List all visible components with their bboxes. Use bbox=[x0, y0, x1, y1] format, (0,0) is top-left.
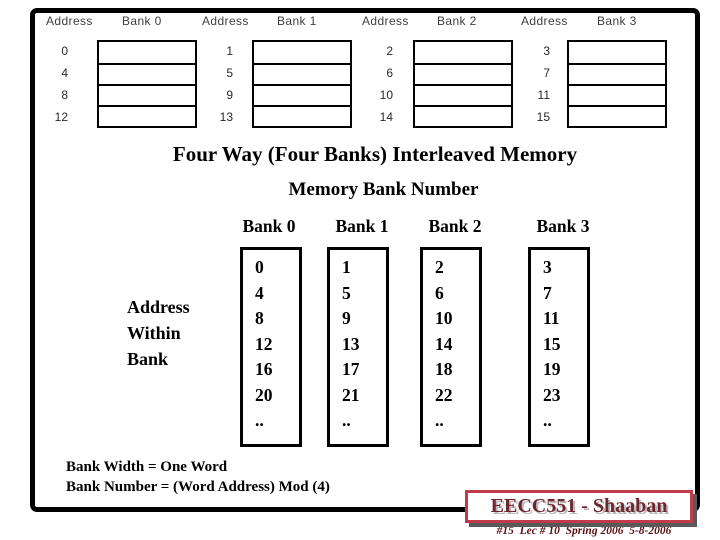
bank-column-value: 2 bbox=[435, 257, 444, 277]
bank-column-value: 22 bbox=[435, 384, 453, 405]
bank-column-3: 3 7 11 15 19 23 .. bbox=[528, 247, 590, 447]
footer-lecture-date: #15 Lec # 10 Spring 2006 5-8-2006 bbox=[496, 525, 672, 537]
bank-column-value: 1 bbox=[342, 257, 351, 277]
address-value: 14 bbox=[379, 110, 393, 124]
course-footer-text: EECC551 - Shaaban bbox=[490, 495, 668, 517]
bank-column-value: 4 bbox=[255, 282, 264, 303]
bank-column-value: 11 bbox=[543, 308, 560, 328]
slide-title: Four Way (Four Banks) Interleaved Memory bbox=[172, 142, 578, 166]
bank1-label: Bank 1 bbox=[277, 14, 317, 28]
memory-table-bank0 bbox=[97, 40, 197, 128]
address-value: 3 bbox=[543, 44, 550, 58]
course-footer-box: EECC551 - Shaaban bbox=[465, 490, 693, 523]
memory-cell bbox=[569, 105, 665, 126]
column-header-bank0: Bank 0 bbox=[242, 216, 296, 236]
address-value: 10 bbox=[379, 88, 393, 102]
bank-column-value: 13 bbox=[342, 333, 360, 354]
note-bank-width: Bank Width = One Word bbox=[66, 459, 228, 475]
bank-column-value: 19 bbox=[543, 359, 561, 379]
memory-cell bbox=[569, 84, 665, 105]
memory-table-bank3 bbox=[567, 40, 667, 128]
column-header-bank3: Bank 3 bbox=[536, 216, 590, 236]
address-value: 6 bbox=[386, 66, 393, 80]
bank-column-value: 9 bbox=[342, 308, 351, 328]
memory-cell bbox=[99, 84, 195, 105]
memory-cell bbox=[415, 42, 511, 63]
address-label-bank0: Address bbox=[46, 14, 93, 28]
bank-column-value: 23 bbox=[543, 384, 561, 405]
address-label-bank2: Address bbox=[362, 14, 409, 28]
bank-column-value: 3 bbox=[543, 257, 552, 277]
address-value: 12 bbox=[54, 110, 68, 124]
bank-column-value: 8 bbox=[255, 308, 264, 328]
bank-column-value: 16 bbox=[255, 359, 273, 379]
address-label-bank3: Address bbox=[521, 14, 568, 28]
address-list-bank3: 3 7 11 15 bbox=[520, 40, 550, 128]
address-value: 7 bbox=[543, 66, 550, 80]
bank-column-value: 7 bbox=[543, 282, 552, 303]
memory-cell bbox=[415, 63, 511, 84]
bank2-label: Bank 2 bbox=[437, 14, 477, 28]
bank-column-value: 18 bbox=[435, 359, 453, 379]
memory-cell bbox=[254, 63, 350, 84]
memory-cell bbox=[569, 63, 665, 84]
address-list-bank0: 0 4 8 12 bbox=[38, 40, 68, 128]
address-value: 15 bbox=[536, 110, 550, 124]
address-value: 8 bbox=[61, 88, 68, 102]
address-value: 5 bbox=[226, 66, 233, 80]
bank-column-0: 0 4 8 12 16 20 .. bbox=[240, 247, 302, 447]
subtitle-memory-bank-number: Memory Bank Number bbox=[288, 179, 479, 200]
bank-column-value: 6 bbox=[435, 282, 444, 303]
address-within-bank-label: Address Within Bank bbox=[127, 294, 190, 372]
memory-cell bbox=[254, 42, 350, 63]
bank-notes: Bank Width = One Word Bank Number = (Wor… bbox=[66, 458, 330, 497]
bank-column-value: .. bbox=[255, 410, 264, 430]
bank-column-value: 14 bbox=[435, 333, 453, 354]
column-header-bank1: Bank 1 bbox=[335, 216, 389, 236]
memory-table-bank2 bbox=[413, 40, 513, 128]
address-label-bank1: Address bbox=[202, 14, 249, 28]
address-within-bank-line: Within bbox=[127, 323, 181, 343]
address-value: 13 bbox=[219, 110, 233, 124]
bank-column-value: 12 bbox=[255, 333, 273, 354]
bank0-label: Bank 0 bbox=[122, 14, 162, 28]
memory-cell bbox=[569, 42, 665, 63]
column-header-bank2: Bank 2 bbox=[428, 216, 482, 236]
memory-cell bbox=[99, 42, 195, 63]
bank-column-value: 10 bbox=[435, 308, 453, 328]
address-list-bank2: 2 6 10 14 bbox=[363, 40, 393, 128]
bank-column-1: 1 5 9 13 17 21 .. bbox=[327, 247, 389, 447]
bank-column-2: 2 6 10 14 18 22 .. bbox=[420, 247, 482, 447]
note-bank-number: Bank Number = (Word Address) Mod (4) bbox=[66, 478, 330, 495]
bank-column-value: 21 bbox=[342, 384, 360, 405]
address-value: 0 bbox=[61, 44, 68, 58]
bank3-label: Bank 3 bbox=[597, 14, 637, 28]
bank-column-value: .. bbox=[543, 410, 552, 430]
bank-column-value: 5 bbox=[342, 282, 351, 303]
address-value: 11 bbox=[537, 88, 550, 102]
bank-column-value: 15 bbox=[543, 333, 561, 354]
bank-column-value: 20 bbox=[255, 384, 273, 405]
memory-table-bank1 bbox=[252, 40, 352, 128]
bank-column-value: .. bbox=[342, 410, 351, 430]
memory-cell bbox=[99, 63, 195, 84]
memory-cell bbox=[254, 105, 350, 126]
address-value: 1 bbox=[226, 44, 233, 58]
address-within-bank-line: Address bbox=[127, 297, 190, 317]
bank-column-value: 0 bbox=[255, 257, 264, 277]
address-value: 4 bbox=[61, 66, 68, 80]
bank-column-value: .. bbox=[435, 410, 444, 430]
address-value: 9 bbox=[226, 88, 233, 102]
memory-cell bbox=[254, 84, 350, 105]
memory-cell bbox=[415, 84, 511, 105]
address-within-bank-line: Bank bbox=[127, 349, 169, 369]
bank-column-value: 17 bbox=[342, 359, 360, 379]
address-value: 2 bbox=[386, 44, 393, 58]
memory-cell bbox=[99, 105, 195, 126]
address-list-bank1: 1 5 9 13 bbox=[203, 40, 233, 128]
memory-cell bbox=[415, 105, 511, 126]
